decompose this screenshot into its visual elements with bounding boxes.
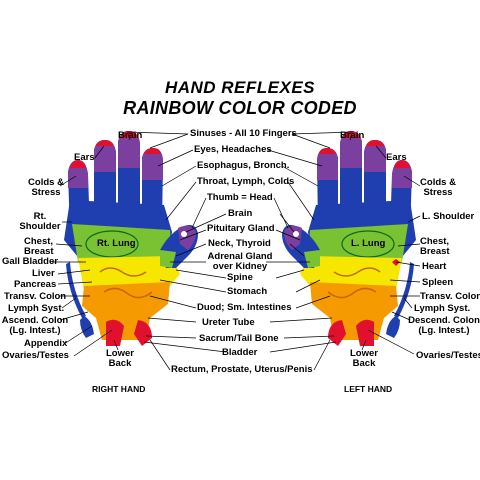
right-hand-caption: RIGHT HAND <box>92 384 146 394</box>
title-line-1: HAND REFLEXES <box>164 78 316 97</box>
lh-label-colds: Colds & Stress <box>418 178 458 198</box>
left-hand <box>282 131 416 346</box>
lh-label-lower-back: Lower Back <box>344 349 384 369</box>
label-neck: Neck, Thyroid <box>208 238 271 249</box>
rh-label-liver: Liver <box>32 268 55 279</box>
rh-label-shoulder: Rt. Shoulder <box>18 212 62 232</box>
rh-label-colds-line2: Stress <box>31 187 61 198</box>
label-duod: Duod; Sm. Intestines <box>197 302 292 313</box>
lh-label-lymph: Lymph Syst. <box>414 303 471 314</box>
rh-label-appendix: Appendix <box>24 338 68 349</box>
label-thumb: Thumb = Head <box>207 192 273 203</box>
rh-label-lung: Rt. Lung <box>97 238 136 249</box>
rh-label-chest: Chest, Breast <box>24 237 54 257</box>
lh-label-lower-line2: Back <box>352 358 376 369</box>
rh-label-ears: Ears <box>74 152 95 163</box>
label-esophagus: Esophagus, Bronch. <box>197 160 290 171</box>
lh-label-ears: Ears <box>386 152 407 163</box>
rh-label-lymph: Lymph Syst. <box>8 303 65 314</box>
rh-label-pancreas: Pancreas <box>14 279 57 290</box>
label-sacrum: Sacrum/Tail Bone <box>199 333 279 344</box>
leader-lines <box>52 131 421 371</box>
label-sinuses: Sinuses - All 10 Fingers <box>190 128 297 139</box>
label-adrenal: Adrenal Gland over Kidney <box>206 252 274 272</box>
lh-label-transv: Transv. Colon <box>420 291 480 302</box>
rh-label-lower-back: Lower Back <box>100 349 140 369</box>
lh-label-descend: Descend. Colon (Lg. Intest.) <box>408 316 480 336</box>
lh-label-brain: Brain <box>340 130 365 141</box>
lh-label-descend-line2: (Lg. Intest.) <box>418 325 470 336</box>
rh-label-gall: Gall Bladder <box>2 256 58 267</box>
rh-label-ascend-line1: Ascend. Colon <box>1 315 69 326</box>
rh-label-chest-line1: Chest, <box>24 236 54 247</box>
label-adrenal-line1: Adrenal Gland <box>207 251 273 262</box>
title-line-2: RAINBOW COLOR CODED <box>123 98 357 118</box>
lh-label-chest-line2: Breast <box>420 246 450 257</box>
rh-label-shoulder-line2: Shoulder <box>19 221 61 232</box>
lh-label-chest-line1: Chest, <box>420 236 450 247</box>
lh-label-heart: Heart <box>422 261 447 272</box>
right-hand <box>64 131 198 346</box>
label-adrenal-line2: over Kidney <box>212 261 268 272</box>
rh-label-ascend: Ascend. Colon (Lg. Intest.) <box>0 316 70 336</box>
rh-label-colds-line1: Colds & <box>28 177 64 188</box>
label-stomach: Stomach <box>227 286 268 297</box>
label-spine: Spine <box>227 272 253 283</box>
label-ureter: Ureter Tube <box>202 317 255 328</box>
rh-label-shoulder-line1: Rt. <box>33 211 47 222</box>
rh-label-ovaries: Ovaries/Testes <box>2 350 69 361</box>
label-throat: Throat, Lymph, Colds <box>197 176 295 187</box>
label-rectum: Rectum, Prostate, Uterus/Penis <box>171 364 313 375</box>
rh-label-lower-line1: Lower <box>106 348 134 359</box>
lh-label-descend-line1: Descend. Colon <box>408 315 480 326</box>
rh-label-colds: Colds & Stress <box>26 178 66 198</box>
label-brain-center: Brain <box>228 208 253 219</box>
label-pituitary: Pituitary Gland <box>207 223 275 234</box>
rh-label-ascend-line2: (Lg. Intest.) <box>9 325 61 336</box>
label-bladder: Bladder <box>222 347 258 358</box>
rh-label-lower-line2: Back <box>108 358 132 369</box>
lh-label-colds-line2: Stress <box>423 187 453 198</box>
lh-label-lower-line1: Lower <box>350 348 378 359</box>
lh-label-colds-line1: Colds & <box>420 177 456 188</box>
left-hand-caption: LEFT HAND <box>344 384 393 394</box>
rh-label-brain: Brain <box>118 130 143 141</box>
rh-label-chest-line2: Breast <box>24 246 54 257</box>
lh-label-spleen: Spleen <box>422 277 454 288</box>
label-eyes: Eyes, Headaches <box>194 144 272 155</box>
lh-label-ovaries: Ovaries/Testes <box>416 350 480 361</box>
lh-label-lung: L. Lung <box>351 238 386 249</box>
lh-label-chest: Chest, Breast <box>420 237 450 257</box>
rh-label-transv: Transv. Colon <box>4 291 67 302</box>
lh-label-shoulder: L. Shoulder <box>422 211 475 222</box>
